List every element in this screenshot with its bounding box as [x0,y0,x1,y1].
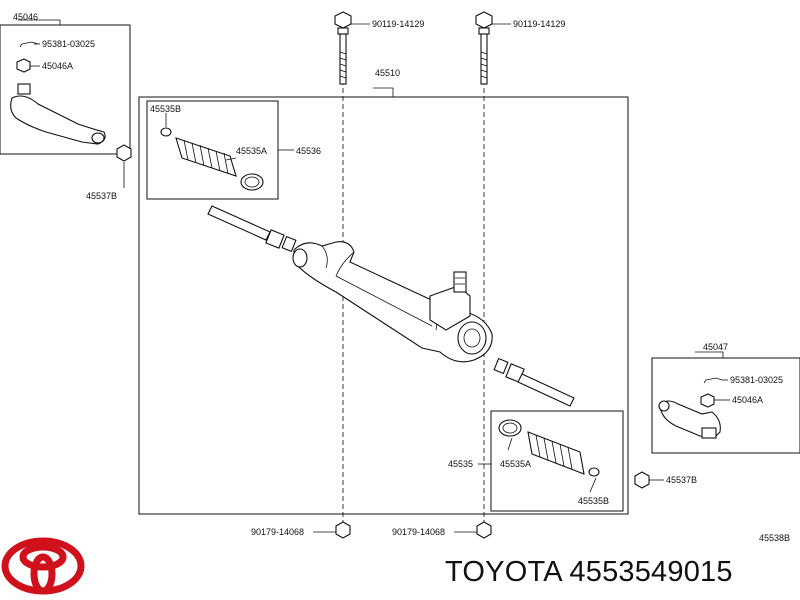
label-95381-03025-left: 95381-03025 [42,39,95,49]
label-45535b-bottom: 45535B [578,496,609,506]
label-45046a-right: 45046A [732,395,763,405]
inner-tie-rod-left [207,205,297,253]
label-45535b-top: 45535B [150,104,181,114]
toyota-logo-icon [1,537,85,595]
label-45535a-top: 45535A [236,146,267,156]
boot-kit-bottom [498,419,600,477]
mounting-bolt-left [334,11,352,85]
label-90179-14068-a: 90179-14068 [251,527,304,537]
mounting-nut-right [476,521,492,539]
label-90119-14129-b: 90119-14129 [513,19,565,29]
label-95381-03025-right: 95381-03025 [730,375,783,385]
tie-rod-end-left-frame [0,24,131,155]
steering-rack-frame [138,96,629,515]
brand-caption: TOYOTA 4553549015 [445,556,733,588]
mounting-nut-left [335,521,351,539]
label-45537b-left: 45537B [86,191,117,201]
boot-kit-top [160,127,264,191]
label-45510: 45510 [375,68,400,78]
tie-rod-end-right-frame [651,357,800,454]
label-45536: 45536 [296,146,321,156]
label-45535a-bottom: 45535A [500,459,531,469]
label-45535: 45535 [448,459,473,469]
nut-45537b-left [116,144,132,162]
nut-45537b-right [634,471,650,489]
inner-tie-rod-right [493,357,575,407]
label-45047: 45047 [703,342,728,352]
steering-rack-housing [292,241,493,363]
label-90119-14129-a: 90119-14129 [372,19,424,29]
label-45046: 45046 [13,12,38,22]
tie-rod-end-right [658,377,723,439]
label-90179-14068-b: 90179-14068 [392,527,445,537]
tie-rod-end-left [10,41,106,145]
label-45537b-right: 45537B [666,475,697,485]
diagram-code: 45538B [759,533,790,543]
boot-kit-bottom-frame [490,410,624,512]
label-45046a-left: 45046A [42,61,73,71]
mounting-bolt-right [475,11,493,85]
